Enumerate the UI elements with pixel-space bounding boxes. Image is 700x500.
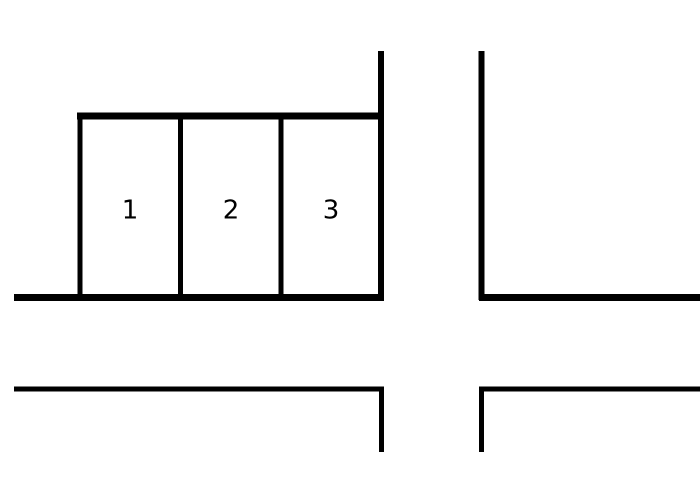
parking-space-2-label: 2 (223, 196, 240, 226)
parking-space-1-label: 1 (122, 196, 139, 226)
road-upper-right-edge (478, 51, 700, 301)
parking-space-3-label: 3 (323, 196, 340, 226)
road-lower-left-edge (14, 386, 384, 452)
parking-block (77, 51, 384, 300)
road-lower-right-edge (479, 386, 700, 452)
